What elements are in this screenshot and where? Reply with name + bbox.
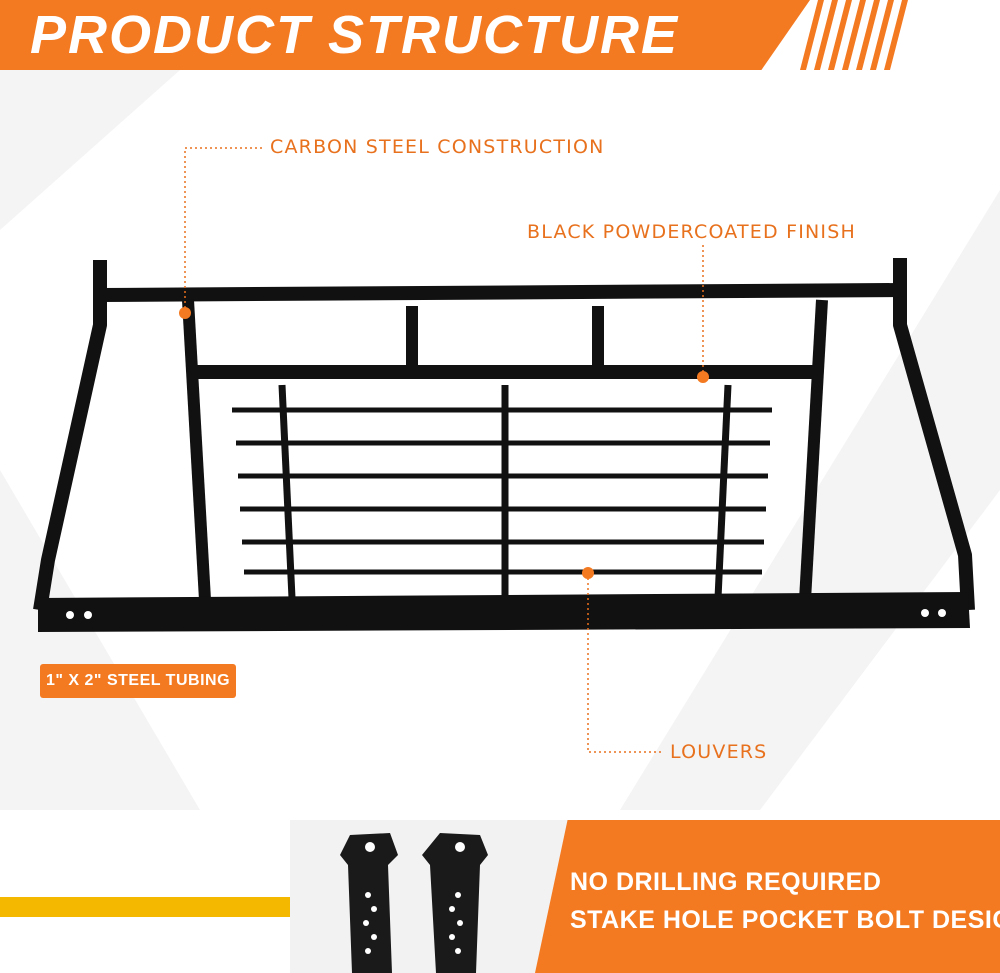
- feature-backdrop: [535, 820, 1000, 973]
- callout-powdercoated-finish: BLACK POWDERCOATED FINISH: [527, 221, 856, 243]
- callout-louvers: LOUVERS: [670, 741, 768, 763]
- no-drilling-text: NO DRILLING REQUIRED: [570, 868, 882, 896]
- header-banner: PRODUCT STRUCTURE: [0, 0, 1000, 70]
- callout-carbon-steel: CARBON STEEL CONSTRUCTION: [270, 136, 605, 158]
- bottom-panel: NO DRILLING REQUIRED STAKE HOLE POCKET B…: [0, 820, 1000, 973]
- mounting-bracket-icon: [340, 833, 488, 973]
- banner-background: [0, 0, 810, 70]
- yellow-accent-stripe: [0, 897, 290, 917]
- bolt-design-text: STAKE HOLE POCKET BOLT DESIGN: [570, 906, 1000, 934]
- page-title: PRODUCT STRUCTURE: [30, 5, 679, 65]
- tubing-tag: 1" X 2" STEEL TUBING: [40, 664, 236, 698]
- banner-stripes-icon: [800, 0, 908, 70]
